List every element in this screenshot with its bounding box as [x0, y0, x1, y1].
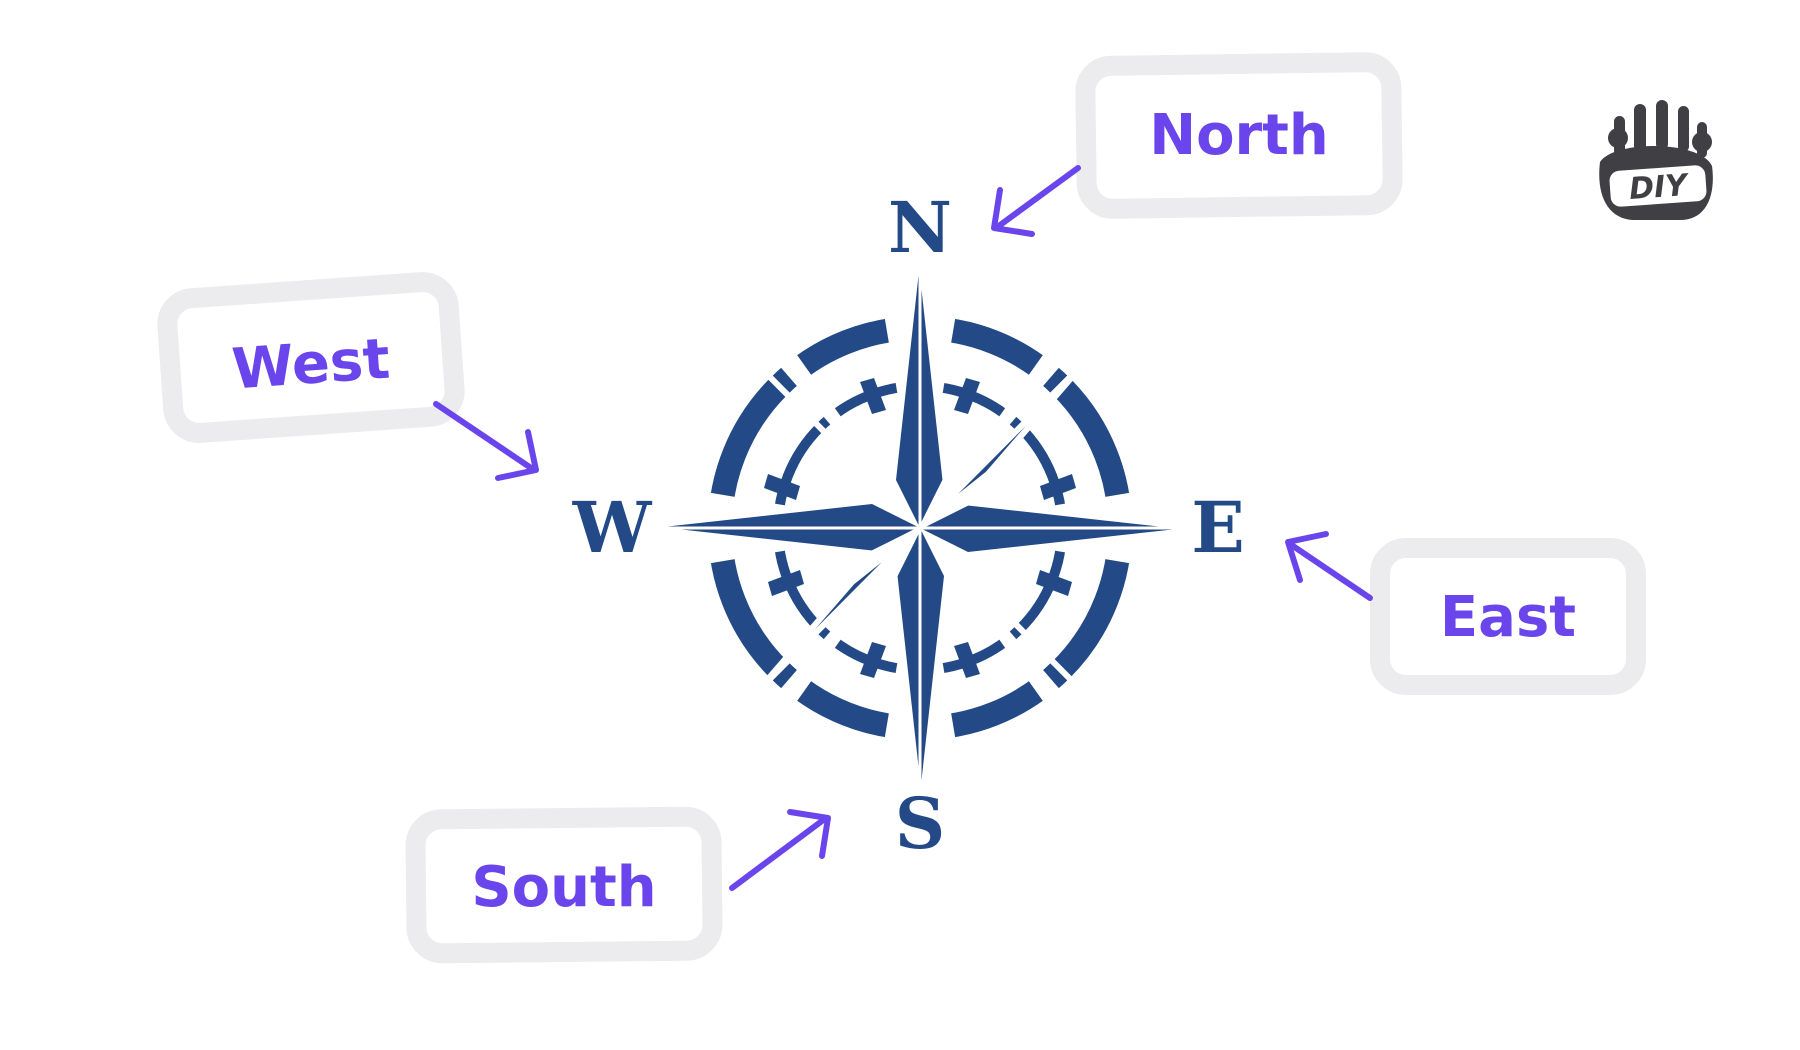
cardinal-w: W: [572, 486, 653, 569]
north-arrow-head-icon: [991, 187, 1035, 237]
west-point: [653, 504, 921, 554]
callout-north: North: [991, 52, 1403, 237]
west-arrow-head-icon: [495, 429, 539, 481]
south-arrow-head-icon: [787, 809, 831, 859]
south-arrow-shaft: [729, 815, 829, 891]
callout-west-box: [157, 272, 465, 443]
callout-east-label: East: [1440, 585, 1576, 650]
north-point: [896, 261, 946, 529]
callout-south: South: [405, 806, 831, 964]
north-arrow-shaft: [993, 165, 1081, 231]
callout-south-box: [405, 806, 723, 964]
callout-west: West: [157, 272, 539, 481]
callout-east-box: [1370, 538, 1646, 695]
cardinal-e: E: [1191, 486, 1244, 569]
ring-gaps: [682, 290, 1158, 766]
callout-north-box: [1075, 52, 1403, 219]
inner-ticks: [764, 378, 1076, 678]
sw-point: [752, 525, 923, 697]
nw-point: [752, 359, 923, 531]
callout-north-label: North: [1149, 103, 1329, 168]
callout-south-label: South: [471, 855, 656, 920]
east-point: [919, 502, 1187, 552]
se-point: [917, 525, 1088, 697]
callout-east: East: [1285, 531, 1646, 695]
east-arrow-shaft: [1287, 541, 1373, 601]
cardinal-s: S: [895, 782, 946, 865]
ordinal-points: [752, 359, 1088, 697]
south-point: [894, 527, 944, 795]
callout-west-label: West: [230, 327, 392, 403]
logo-text-band: [1609, 165, 1707, 207]
logo-text: DIY: [1628, 168, 1691, 207]
east-arrow-head-icon: [1285, 531, 1329, 583]
west-arrow-shaft: [433, 401, 537, 473]
compass-rose: N S E W: [572, 186, 1245, 865]
diy-logo: DIY: [1599, 100, 1713, 220]
cardinal-n: N: [888, 186, 952, 269]
